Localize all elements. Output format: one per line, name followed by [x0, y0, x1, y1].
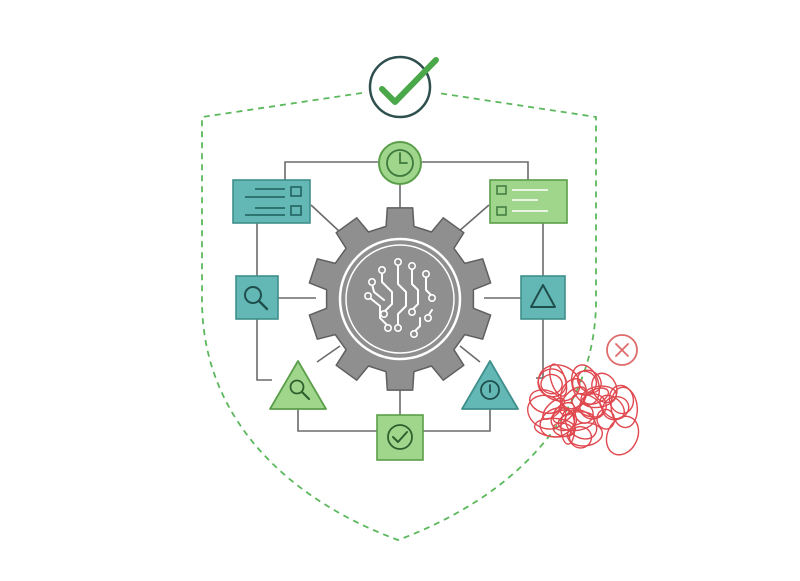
- connector-gear-checklist-right: [457, 204, 490, 233]
- circuit-traces: [369, 263, 433, 333]
- scribble-loop: [540, 373, 563, 395]
- search-icon: [235, 275, 279, 320]
- connector-bottom-right: [423, 409, 491, 432]
- scribble-loop: [560, 378, 587, 410]
- connector-top-right: [422, 161, 529, 180]
- scribble-loop: [579, 393, 607, 420]
- scribble-loop: [571, 392, 604, 418]
- scribble-loop: [527, 394, 567, 430]
- scribble-loop: [552, 422, 575, 438]
- error-x-icon: [606, 334, 638, 366]
- warning-triangle-icon: [520, 275, 566, 320]
- connector-top-left: [284, 161, 378, 180]
- scribble-loop: [605, 415, 640, 456]
- approved-check-icon: [368, 55, 439, 119]
- connector-bottom-left: [297, 409, 377, 432]
- search-triangle-icon: [269, 360, 327, 410]
- connector-checklist-gear: [310, 204, 341, 233]
- scribble-loop: [529, 389, 563, 415]
- connector-lines: [256, 161, 544, 432]
- scribble-loop: [564, 408, 598, 440]
- check-square-icon: [376, 414, 424, 461]
- checklist-icon: [232, 179, 311, 224]
- connector-right-rail-lower: [536, 319, 544, 379]
- scribble-loop: [539, 407, 576, 438]
- tangled-scribble-icon: [527, 363, 640, 456]
- scribble-loop: [550, 409, 578, 432]
- alert-triangle-icon: [461, 360, 519, 410]
- scribble-loop: [610, 386, 639, 429]
- scribble-loop: [542, 397, 566, 420]
- circuit-nodes: [363, 257, 436, 338]
- circuit-gear-icon: [308, 207, 492, 391]
- connector-gear-alert-left: [316, 345, 341, 363]
- scribble-loop: [549, 363, 568, 397]
- scribble-loop: [576, 369, 602, 394]
- scribble-loop: [566, 422, 604, 447]
- scribble-loop: [571, 370, 598, 396]
- shield-outline: [201, 92, 597, 541]
- clock-icon: [378, 141, 422, 185]
- connector-left-rail-lower: [256, 319, 272, 381]
- connector-gear-alert-right: [459, 345, 481, 363]
- checklist-icon-right: [489, 179, 568, 224]
- gear-shape: [308, 207, 492, 391]
